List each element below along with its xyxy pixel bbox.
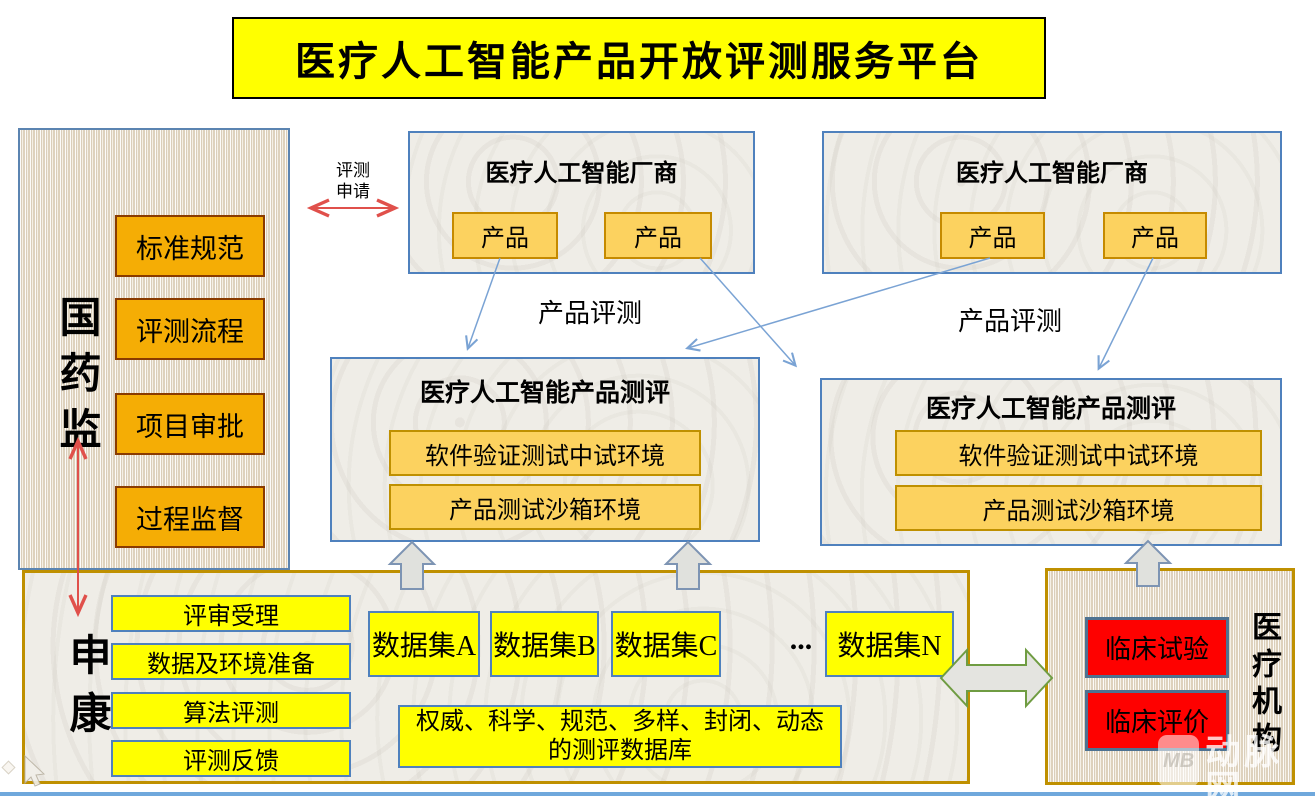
- vendor-left-product-1: 产品: [452, 212, 558, 259]
- dataset-b: 数据集B: [490, 611, 599, 677]
- dataset-c: 数据集C: [611, 611, 721, 677]
- regulator-item-supervision: 过程监督: [115, 486, 265, 548]
- eval-database-box: 权威、科学、规范、多样、封闭、动态 的测评数据库: [398, 705, 842, 768]
- watermark: MB 动脉网 vcbeat.top: [1158, 735, 1315, 796]
- hospital-panel: 临床试验 临床评价 医疗机构: [1045, 568, 1295, 785]
- step-data-env-prep: 数据及环境准备: [111, 643, 351, 680]
- dataset-n: 数据集N: [825, 611, 954, 677]
- bottom-edge-line: [0, 792, 1315, 796]
- watermark-brand: 动脉网: [1205, 733, 1284, 796]
- vendor-right-product-1: 产品: [940, 212, 1045, 259]
- watermark-logo-icon: MB: [1158, 735, 1200, 787]
- test-center-left-env-1: 软件验证测试中试环境: [389, 430, 701, 476]
- hospital-name: 医疗机构: [1247, 611, 1280, 759]
- connector-line-left2: [699, 257, 795, 365]
- dataset-ellipsis: ...: [789, 623, 813, 656]
- clinical-evaluation-box: 临床评价: [1085, 690, 1229, 751]
- cursor-diamond-icon: [1, 760, 16, 775]
- regulator-item-standards: 标准规范: [115, 215, 265, 277]
- test-center-left: 医疗人工智能产品测评 软件验证测试中试环境 产品测试沙箱环境: [330, 357, 760, 542]
- eval-request-line1: 评测: [336, 161, 370, 180]
- step-algorithm-eval: 算法评测: [111, 692, 351, 729]
- dataset-a: 数据集A: [368, 611, 480, 677]
- step-review-acceptance: 评审受理: [111, 595, 351, 632]
- test-center-right-env-2: 产品测试沙箱环境: [895, 485, 1262, 531]
- vendor-box-right: 医疗人工智能厂商 产品 产品: [822, 131, 1282, 274]
- connector-line-right2: [1099, 257, 1154, 368]
- eval-request-line2: 申请: [336, 182, 370, 201]
- vendor-right-product-2: 产品: [1103, 212, 1207, 259]
- regulator-name: 国药监: [53, 295, 99, 463]
- test-center-right: 医疗人工智能产品测评 软件验证测试中试环境 产品测试沙箱环境: [820, 378, 1282, 546]
- test-center-right-title: 医疗人工智能产品测评: [925, 396, 1176, 423]
- regulator-item-approval: 项目审批: [115, 393, 265, 455]
- vendor-left-product-2: 产品: [604, 212, 712, 259]
- page-title: 医疗人工智能产品开放评测服务平台: [232, 17, 1046, 99]
- test-center-left-env-2: 产品测试沙箱环境: [389, 484, 701, 530]
- regulator-item-process: 评测流程: [115, 298, 265, 360]
- vendor-box-left: 医疗人工智能厂商 产品 产品: [408, 131, 755, 274]
- eval-database-line1: 权威、科学、规范、多样、封闭、动态: [416, 708, 824, 735]
- step-eval-feedback: 评测反馈: [111, 740, 351, 777]
- clinical-trial-box: 临床试验: [1085, 617, 1229, 678]
- vendor-right-title: 医疗人工智能厂商: [956, 161, 1148, 187]
- eval-database-line2: 的测评数据库: [548, 737, 692, 764]
- test-center-right-env-1: 软件验证测试中试环境: [895, 430, 1262, 476]
- vendor-left-title: 医疗人工智能厂商: [485, 161, 678, 187]
- eval-request-label: 评测 申请: [303, 160, 403, 202]
- regulator-panel: 国药监 标准规范 评测流程 项目审批 过程监督: [18, 128, 290, 570]
- shenkang-panel: 申康 评审受理 数据及环境准备 算法评测 评测反馈 数据集A 数据集B 数据集C…: [22, 570, 970, 784]
- product-eval-label-left: 产品评测: [538, 299, 643, 328]
- shenkang-name: 申康: [63, 633, 109, 749]
- test-center-left-title: 医疗人工智能产品测评: [419, 380, 670, 407]
- product-eval-label-right: 产品评测: [958, 307, 1063, 336]
